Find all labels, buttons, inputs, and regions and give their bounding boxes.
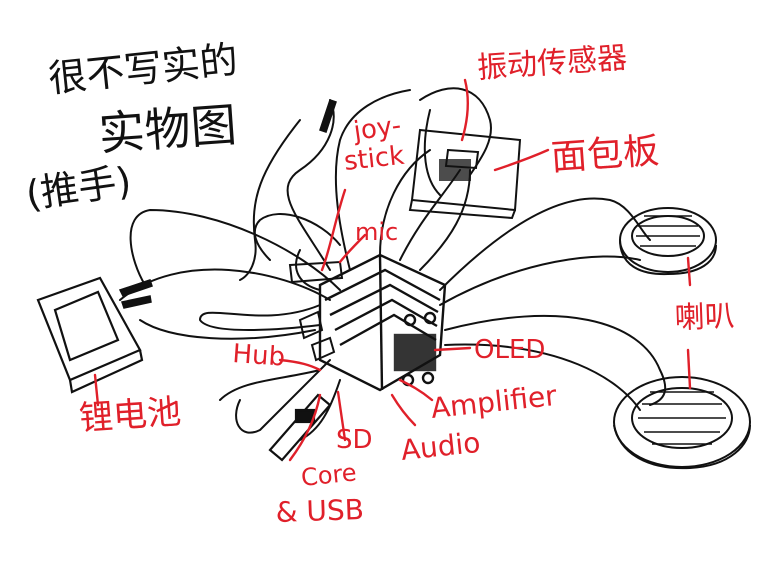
- label-mic: mic: [355, 218, 398, 246]
- label-oled: OLED: [474, 335, 545, 365]
- label-breadboard: 面包板: [550, 131, 661, 179]
- wire: [400, 170, 460, 260]
- title-line-2: 实物图: [97, 97, 238, 160]
- wire: [440, 256, 640, 305]
- breadboard: [410, 130, 520, 218]
- speaker-top: [620, 208, 716, 274]
- main-enclosure: [320, 255, 445, 390]
- core-board: [270, 395, 330, 460]
- label-audio: Audio: [399, 426, 482, 467]
- label-speaker: 喇叭: [674, 299, 735, 336]
- wire: [440, 198, 650, 290]
- speaker-bottom: [614, 377, 750, 468]
- wire: [240, 120, 300, 280]
- wire: [420, 170, 470, 270]
- title-group: 很不写实的 实物图 (推手): [23, 37, 240, 217]
- label-hub: Hub: [232, 339, 287, 373]
- title-line-3: (推手): [23, 159, 134, 217]
- title-line-1: 很不写实的: [46, 37, 240, 101]
- label-sd: SD: [336, 425, 373, 455]
- label-core-line-2: & USB: [275, 493, 364, 529]
- label-vibration-sensor: 振动传感器: [476, 41, 628, 86]
- label-core-line-1: Core: [300, 458, 358, 492]
- label-joystick-line-2: stick: [343, 141, 406, 177]
- hub-module: [300, 312, 334, 360]
- label-battery: 锂电池: [78, 392, 183, 439]
- label-amplifier: Amplifier: [429, 379, 558, 425]
